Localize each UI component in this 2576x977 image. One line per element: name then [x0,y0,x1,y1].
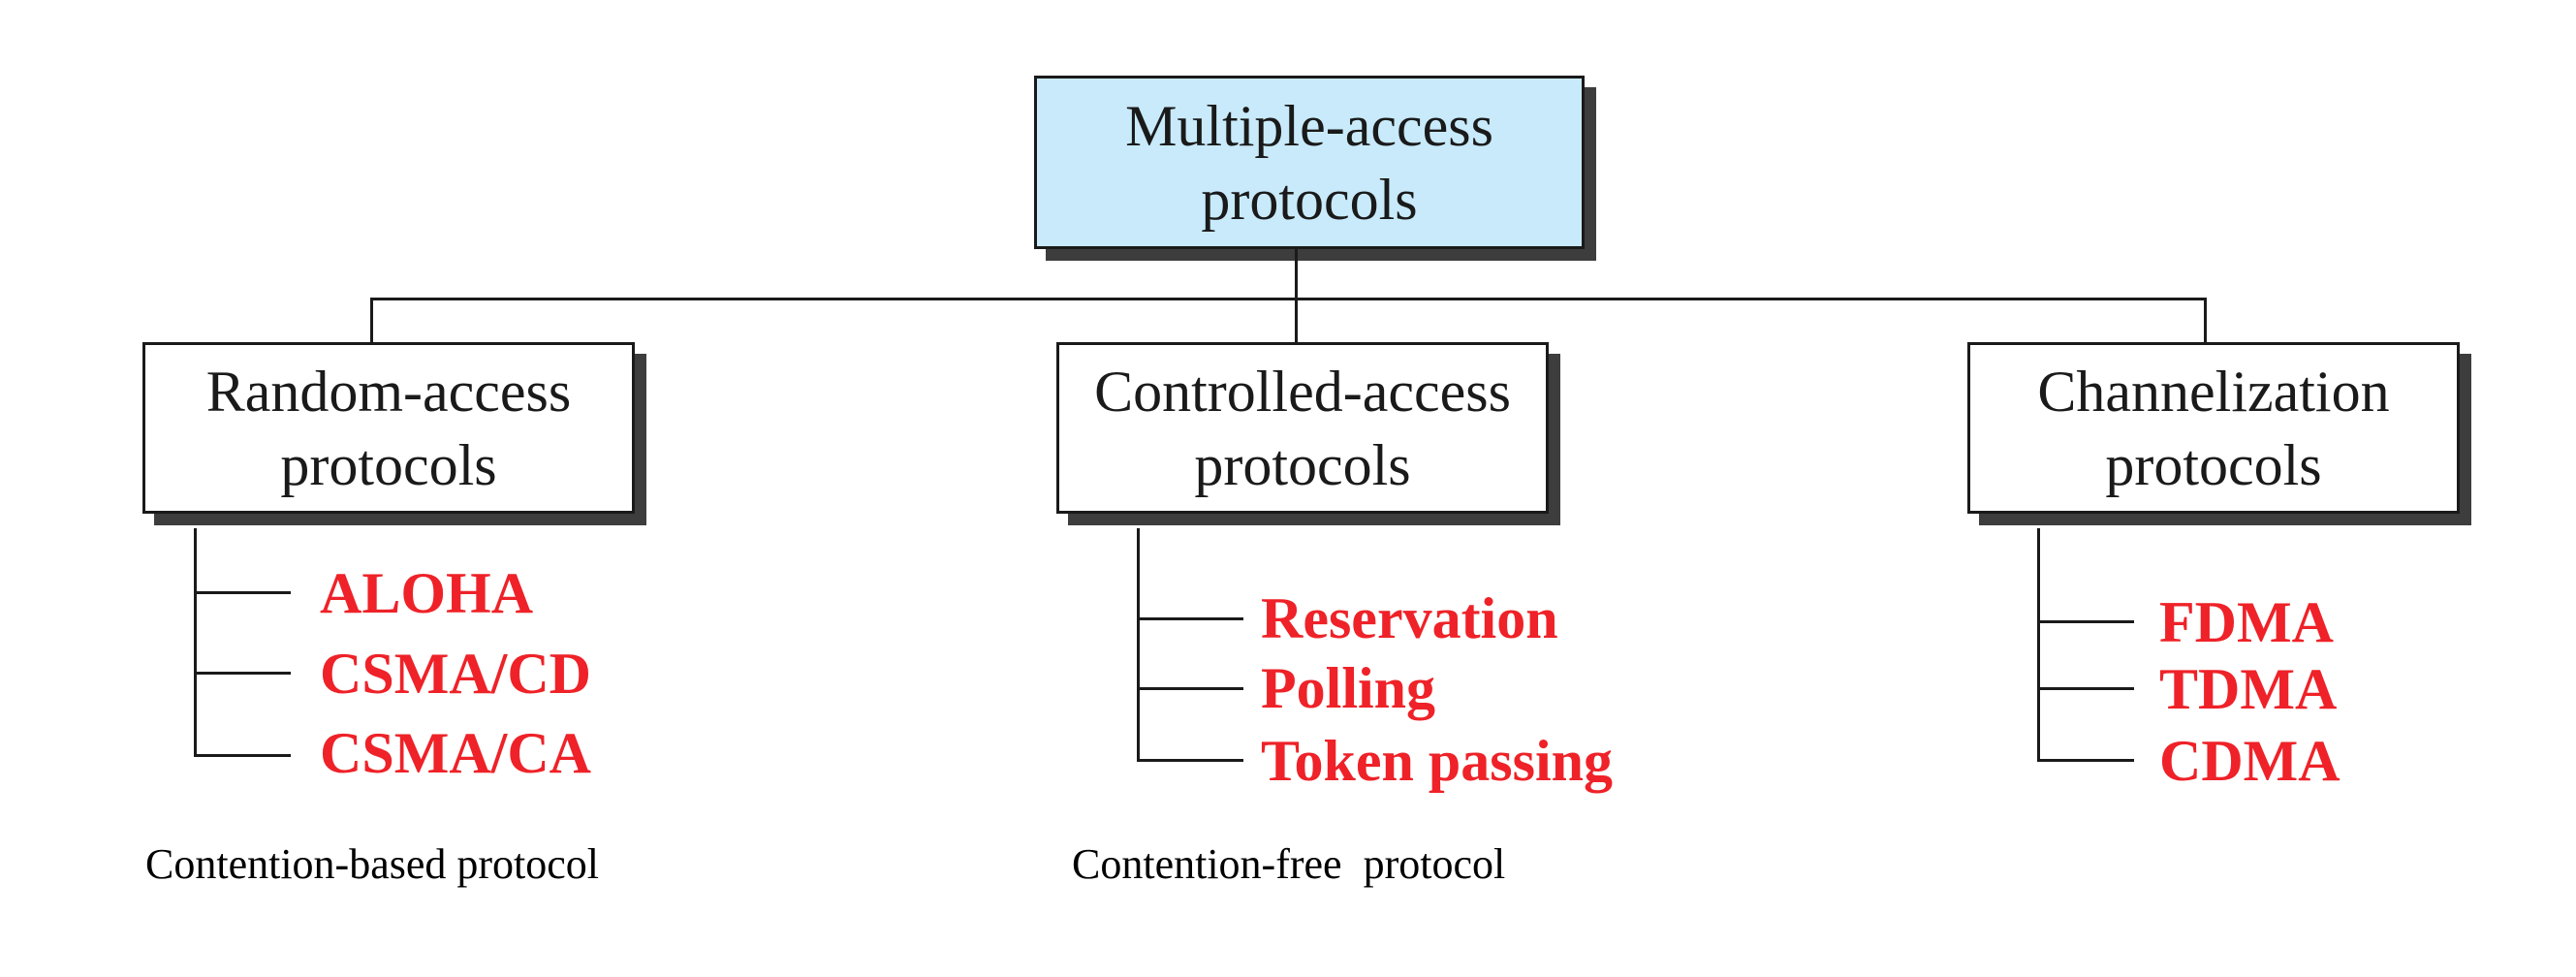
controlled-access-node: Controlled-access protocols [1056,342,1549,514]
protocol-reservation: Reservation [1261,586,1558,650]
channel-list-tick [2037,620,2134,623]
controlled-connector [1295,298,1298,342]
protocol-fdma: FDMA [2159,590,2334,654]
random-access-title-line2: protocols [280,432,497,497]
random-connector [370,298,373,342]
random-list-tick [194,591,291,594]
controlled-list-tick [1137,759,1243,762]
channel-list-spine [2037,528,2040,762]
controlled-list-tick [1137,617,1243,620]
random-list-tick [194,672,291,675]
random-access-node: Random-access protocols [142,342,635,514]
controlled-list-spine [1137,528,1140,762]
controlled-access-title-line1: Controlled-access [1094,359,1511,424]
random-list-spine [194,528,197,757]
channelization-title-line1: Channelization [2037,359,2390,424]
random-access-title-line1: Random-access [205,359,572,424]
channelization-title-line2: protocols [2105,432,2322,497]
channel-connector [2204,298,2207,342]
contention-free-caption: Contention-free protocol [1072,840,1506,888]
root-node: Multiple-access protocols [1034,76,1585,249]
protocol-csma-ca: CSMA/CA [320,721,591,785]
protocol-cdma: CDMA [2159,729,2340,793]
protocol-aloha: ALOHA [320,561,534,625]
controlled-list-tick [1137,687,1243,690]
root-title-line1: Multiple-access [1125,93,1493,158]
protocol-token-passing: Token passing [1261,729,1613,793]
random-list-tick [194,754,291,757]
channel-list-tick [2037,687,2134,690]
branch-bus-line [370,298,2207,300]
contention-based-caption: Contention-based protocol [145,840,600,888]
controlled-access-title-line2: protocols [1194,432,1411,497]
root-connector [1295,249,1298,299]
channelization-node: Channelization protocols [1967,342,2460,514]
root-title-line2: protocols [1201,167,1418,232]
protocol-polling: Polling [1261,656,1436,720]
protocol-csma-cd: CSMA/CD [320,642,591,706]
channel-list-tick [2037,759,2134,762]
protocol-tdma: TDMA [2159,657,2338,721]
